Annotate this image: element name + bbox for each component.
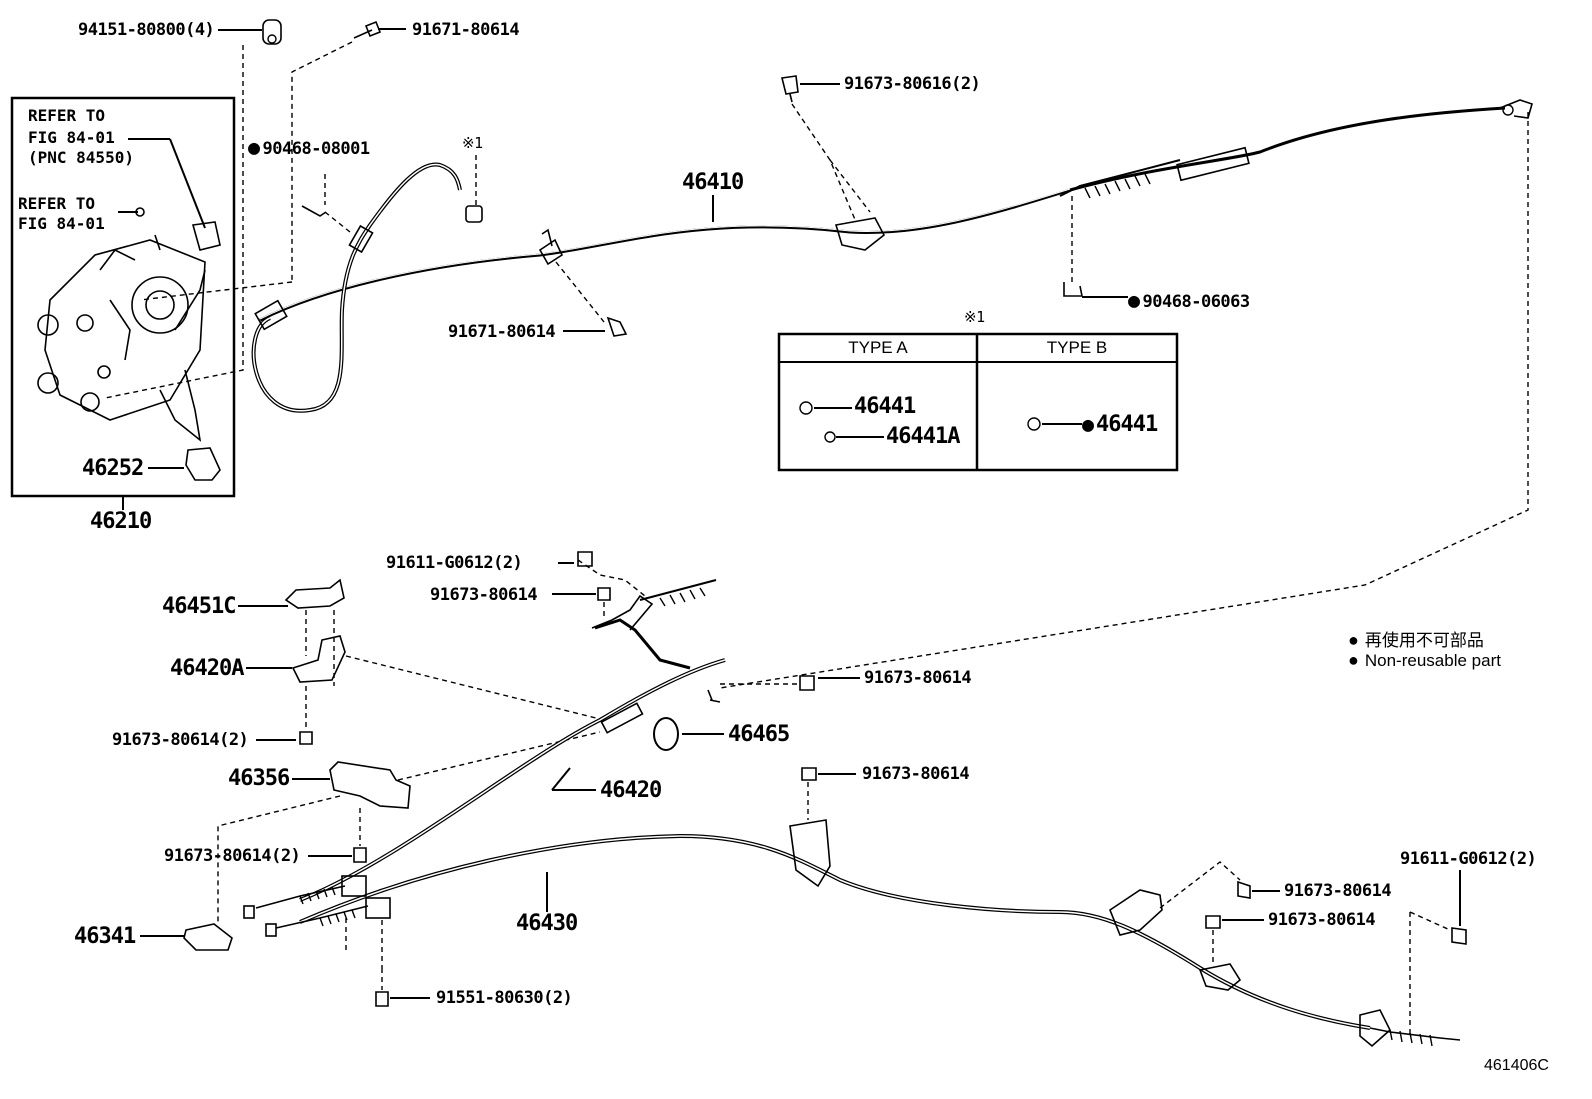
refer-fig2-line1: REFER TO [18,194,96,213]
cable-clamp-icon [538,228,564,266]
parking-brake-pedal-icon [37,207,221,442]
cable-bracket-mid-icon [789,819,831,888]
bolt-icon-80616 [781,75,799,103]
figure-id: 461406C [1484,1057,1549,1074]
legend-jp-text: 再使用不可部品 [1364,631,1484,650]
table-header-type-a: TYPE A [848,338,908,357]
refer-fig-line1: REFER TO [28,106,106,125]
filled-dot-icon: ● [1348,650,1359,670]
cable-bracket-right-icon [1109,889,1163,936]
bracket-46451C-icon [284,578,345,609]
label-91551: 91551-80630(2) [436,988,573,1008]
table-a-part1: 46441 [854,394,916,419]
adjuster-nut-icon [465,205,483,223]
clip-icon-06063 [1063,282,1083,297]
refer-fig2-line2: FIG 84-01 [18,214,105,233]
refer-fig-line2: FIG 84-01 [28,128,115,147]
bolt-icon-mid [606,316,628,337]
label-91673-80614-2b: 91673-80614(2) [164,846,301,866]
bolt-icon-91551 [375,991,389,1007]
legend-en: ● Non-reusable part [1348,650,1501,671]
label-46341: 46341 [74,924,136,949]
clamp-46420A-icon [291,635,346,683]
bolt-icon-lower-b [353,847,367,863]
table-b-part: 46441 [1082,414,1158,436]
retainer-46341-icon [183,923,233,951]
label-46465: 46465 [728,722,790,747]
bolt-icon-lower-a [299,731,313,745]
table-note-mark: ※1 [964,308,985,326]
label-94151: 94151-80800(4) [78,20,215,40]
cable-clip-right-icon [1198,963,1242,991]
label-91611-top: 91611-G0612(2) [386,553,523,573]
pedal-pad-icon [185,447,221,481]
filled-dot-icon: ● [1348,630,1359,650]
label-46430: 46430 [516,911,578,936]
label-91611-right: 91611-G0612(2) [1400,849,1537,869]
cable-end-right [1369,1027,1461,1041]
cable-loop [251,162,462,413]
bolt-icon-80614-c [801,767,817,781]
label-91673-80614-b: 91673-80614 [864,668,972,688]
label-46252: 46252 [82,456,144,481]
front-cable-46410 [259,106,1506,322]
label-91673-80614-2a: 91673-80614(2) [112,730,249,750]
equalizer-bracket-icon [834,217,886,251]
anchor-bracket-icon [591,594,654,631]
bolt-icon-mid-right [799,675,815,691]
label-46420: 46420 [600,778,662,803]
label-46410: 46410 [682,170,744,195]
rear-cable-46420 [299,658,726,902]
bolt-icon [353,20,382,39]
band-clamp-46465-icon [653,717,679,751]
label-90468-08001: 90468-08001 [248,137,371,158]
legend-jp: ● 再使用不可部品 [1348,626,1484,651]
cable-adjuster-icon [1059,159,1181,197]
bolt-icon-g0612-right [1451,927,1467,945]
label-91673-80614-d: 91673-80614 [1284,881,1392,901]
bolt-icon-g0612 [577,551,593,567]
label-46451C: 46451C [162,594,236,619]
bolt-icon-upper [597,587,611,601]
label-46420A: 46420A [170,656,244,681]
nut-icon [262,19,282,45]
label-46210: 46210 [90,509,152,534]
label-91673-80616: 91673-80616(2) [844,74,981,94]
bracket-46356-icon [329,761,411,809]
label-91673-80614-e: 91673-80614 [1268,910,1376,930]
label-91673-80614-c: 91673-80614 [862,764,970,784]
label-91671-mid: 91671-80614 [448,322,556,342]
bolt-icon-80614-e [1205,915,1221,929]
label-91673-80614-a: 91673-80614 [430,585,538,605]
label-91671-top: 91671-80614 [412,20,520,40]
note-mark-1: ※1 [462,134,483,152]
label-46356: 46356 [228,766,290,791]
refer-fig-line3: (PNC 84550) [28,148,134,167]
label-90468-06063: 90468-06063 [1128,290,1251,311]
legend-en-text: Non-reusable part [1364,651,1501,670]
table-header-type-b: TYPE B [1046,338,1108,357]
bolt-icon-80614-d [1237,880,1251,899]
table-a-part2: 46441A [886,424,960,449]
